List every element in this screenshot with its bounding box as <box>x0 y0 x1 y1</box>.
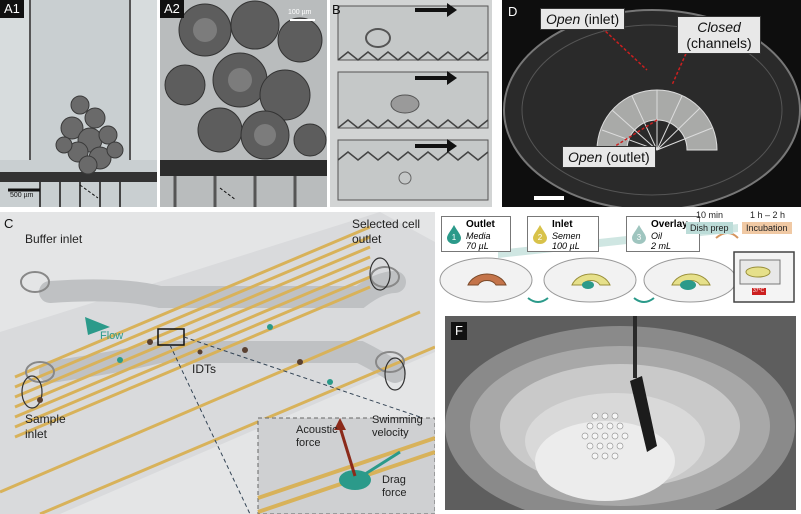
scale-bar-label-a1: 500 µm <box>10 192 34 199</box>
timing-dish-prep-time: 10 min <box>696 210 724 220</box>
panel-label-f: F <box>451 322 467 340</box>
callout-open-outlet-word: Open <box>568 149 603 165</box>
label-buffer-inlet: Buffer inlet <box>25 232 83 246</box>
step-3-title: Overlay <box>651 219 688 230</box>
step-inlet: 2 Inlet Semen 100 µL <box>527 216 599 252</box>
label-selected-cell-outlet: Selected cell outlet <box>352 217 421 246</box>
step-1-volume: 70 µL <box>466 241 489 251</box>
step-2-number: 2 <box>538 233 543 242</box>
micro-image-a1 <box>0 0 157 207</box>
panel-d: D Open (inlet) Closed (channels) Open (o… <box>502 0 801 207</box>
callout-closed-suffix: (channels) <box>686 35 752 51</box>
step-3-volume: 2 mL <box>651 241 672 251</box>
panel-label-c: C <box>4 216 14 231</box>
drop-icon-1: 1 <box>447 225 461 244</box>
callout-closed-word: Closed <box>697 19 741 35</box>
label-drag-force: Drag force <box>382 474 407 499</box>
step-outlet: 1 Outlet Media 70 µL <box>441 216 511 252</box>
step-2-volume: 100 µL <box>552 241 580 251</box>
panel-a2: A2 100 µm <box>160 0 327 207</box>
label-flow: Flow <box>100 330 124 342</box>
label-sample-inlet: Sample inlet <box>25 412 66 441</box>
panel-c: C Buffer inlet Selected cell outlet Flow… <box>0 212 435 514</box>
step-1-title: Outlet <box>466 219 495 230</box>
step-2-medium: Semen <box>552 231 581 241</box>
panel-f: F <box>445 316 796 510</box>
step-2-title: Inlet <box>552 219 573 230</box>
workflow-illustration-e <box>438 210 801 310</box>
micro-image-b <box>330 0 492 207</box>
micro-image-a2 <box>160 0 327 207</box>
incubator-display: 37°C <box>753 288 765 294</box>
step-3-medium: Oil <box>651 231 662 241</box>
panel-label-a1: A1 <box>0 0 24 18</box>
label-acoustic-force: Acoustic force <box>296 424 338 449</box>
panel-label-d: D <box>508 4 518 19</box>
channel-2 <box>337 71 489 129</box>
label-swimming-velocity: Swimming velocity <box>372 414 423 439</box>
panel-label-b: B <box>332 2 341 17</box>
callout-open-outlet-suffix: (outlet) <box>606 149 650 165</box>
scale-bar-label-a2: 100 µm <box>288 9 312 16</box>
timing-incubation-label: Incubation <box>742 222 792 234</box>
timing-dish-prep-label: Dish prep <box>686 222 733 234</box>
panel-label-a2: A2 <box>160 0 184 18</box>
device-illustration-c <box>0 212 435 514</box>
drop-icon-3: 3 <box>632 225 646 244</box>
step-1-medium: Media <box>466 231 491 241</box>
panel-b: B <box>330 0 492 207</box>
callout-open-inlet: Open (inlet) <box>540 8 626 30</box>
callout-open-inlet-suffix: (inlet) <box>584 11 620 27</box>
step-1-number: 1 <box>452 233 457 242</box>
callout-open-outlet: Open (outlet) <box>562 146 656 168</box>
photo-f <box>445 316 796 510</box>
step-3-number: 3 <box>637 233 642 242</box>
panel-e: E 1 Outlet Media 70 µL 2 Inlet Semen 100… <box>438 210 801 310</box>
timing-incubation-time: 1 h – 2 h <box>750 210 786 220</box>
panel-a1: A1 500 µm <box>0 0 157 207</box>
callout-open-inlet-word: Open <box>546 11 581 27</box>
callout-closed-channels: Closed (channels) <box>677 16 761 54</box>
channel-1 <box>337 5 489 61</box>
label-idts: IDTs <box>192 362 216 376</box>
channel-3 <box>337 139 489 201</box>
drop-icon-2: 2 <box>533 225 547 244</box>
